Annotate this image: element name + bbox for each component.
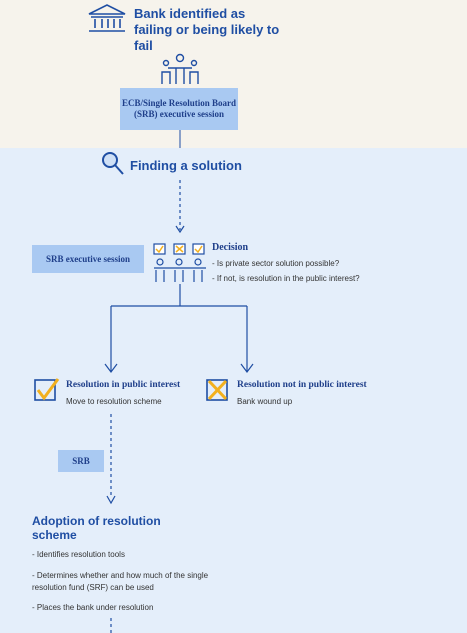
decision-title: Decision bbox=[212, 242, 249, 253]
srb-box: SRB bbox=[58, 450, 104, 472]
ecb-srb-session-box: ECB/Single Resolution Board (SRB) execut… bbox=[120, 88, 238, 130]
decision-people-icon bbox=[153, 243, 206, 282]
decision-item: - Is private sector solution possible? bbox=[212, 259, 340, 268]
resolution-not-public-interest-title: Resolution not in public interest bbox=[237, 380, 367, 390]
finding-solution-title: Finding a solution bbox=[130, 158, 242, 173]
adoption-item: - Places the bank under resolution bbox=[32, 603, 154, 612]
magnifier-icon bbox=[102, 152, 124, 175]
bottom-section bbox=[0, 148, 467, 633]
bank-icon bbox=[88, 4, 126, 32]
resolution-public-interest-desc: Move to resolution scheme bbox=[66, 397, 162, 406]
cross-box-icon bbox=[206, 379, 228, 401]
adoption-item: - Determines whether and how much of the… bbox=[32, 571, 209, 592]
meeting-icon bbox=[161, 53, 199, 84]
branch-lines bbox=[104, 284, 254, 373]
resolution-public-interest-title: Resolution in public interest bbox=[66, 380, 181, 390]
adoption-title: Adoption of resolution scheme bbox=[32, 514, 161, 542]
failing-bank-title: Bank identified as failing or being like… bbox=[134, 6, 280, 53]
srb-executive-session-box: SRB executive session bbox=[32, 245, 144, 273]
check-box-icon bbox=[34, 378, 60, 401]
decision-item: - If not, is resolution in the public in… bbox=[212, 274, 360, 283]
adoption-item: - Identifies resolution tools bbox=[32, 550, 125, 559]
resolution-not-public-interest-desc: Bank wound up bbox=[237, 397, 293, 406]
